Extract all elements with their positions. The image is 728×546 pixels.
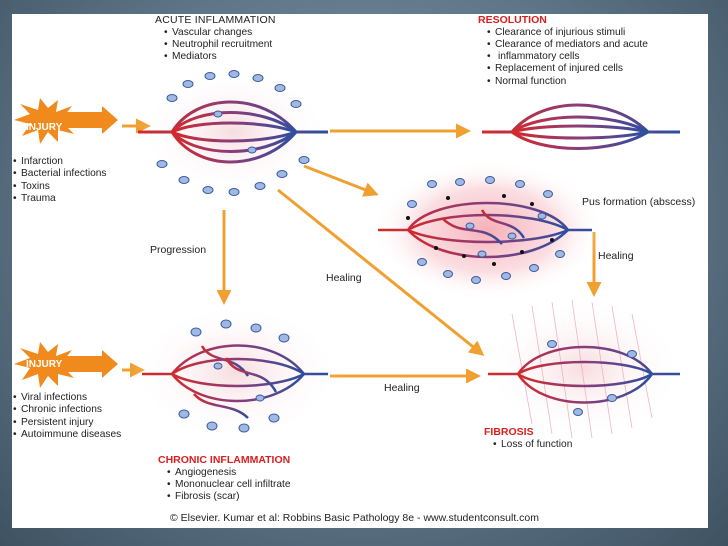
arrow-acute-to-abscess [303,164,379,197]
inflammation-diagram [14,70,684,440]
resolution-vessel-illustration [482,103,680,150]
injury-label-top: INJURY [26,122,63,133]
chronic-list: Angiogenesis Mononuclear cell infiltrate… [166,467,291,504]
acute-list: Vascular changes Neutrophil recruitment … [163,27,276,64]
fibrosis-block: FIBROSIS Loss of function [484,426,572,451]
resolution-item: Replacement of injured cells [486,63,648,76]
resolution-list: Clearance of injurious stimuli Clearance… [486,27,648,89]
healing-label-bottom: Healing [384,382,420,394]
pus-formation-label: Pus formation (abscess) [582,196,696,208]
arrow-healing-diagonal [277,188,485,356]
fibrosis-illustration [484,298,684,439]
copyright-caption: © Elsevier. Kumar et al: Robbins Basic P… [170,512,539,524]
injury-causes-bottom: Viral infections Chronic infections Pers… [12,392,121,441]
abscess-illustration [372,160,604,300]
chronic-item: Mononuclear cell infiltrate [166,479,291,492]
injury-label-bottom: INJURY [26,359,63,370]
injury-cause: Infarction [12,156,107,169]
chronic-item: Fibrosis (scar) [166,491,291,504]
resolution-item: Clearance of injurious stimuli [486,27,648,40]
chronic-title: CHRONIC INFLAMMATION [158,454,291,466]
chronic-vessel-illustration [132,304,340,440]
resolution-title: RESOLUTION [478,14,547,26]
resolution-item: Clearance of mediators and acute [486,39,648,52]
acute-vessel-illustration [138,70,329,196]
resolution-item: inflammatory cells [486,51,648,64]
acute-inflammation-block: ACUTE INFLAMMATION Vascular changes Neut… [155,14,276,64]
injury-burst-bottom [14,342,118,388]
chronic-inflammation-block: CHRONIC INFLAMMATION Angiogenesis Mononu… [158,454,291,504]
acute-item: Neutrophil recruitment [163,39,276,52]
acute-title: ACUTE INFLAMMATION [155,14,276,26]
healing-label-right: Healing [598,250,634,262]
resolution-item: Normal function [486,76,648,89]
acute-item: Mediators [163,51,276,64]
injury-cause: Toxins [12,181,107,194]
slide-figure: ACUTE INFLAMMATION Vascular changes Neut… [12,14,708,528]
fibrosis-title: FIBROSIS [484,426,534,438]
injury-cause: Trauma [12,193,107,206]
injury-cause: Viral infections [12,392,121,405]
progression-label: Progression [150,244,207,256]
fibrosis-item: Loss of function [492,439,572,452]
injury-cause: Chronic infections [12,404,121,417]
injury-cause: Bacterial infections [12,168,107,181]
injury-cause: Autoimmune diseases [12,429,121,442]
injury-causes-top: Infarction Bacterial infections Toxins T… [12,156,107,205]
acute-item: Vascular changes [163,27,276,40]
fibrosis-list: Loss of function [492,439,572,452]
chronic-item: Angiogenesis [166,467,291,480]
resolution-block: RESOLUTION Clearance of injurious stimul… [478,14,648,88]
injury-burst-top [14,98,118,144]
injury-cause: Persistent injury [12,417,121,430]
healing-label-diagonal: Healing [326,272,362,284]
